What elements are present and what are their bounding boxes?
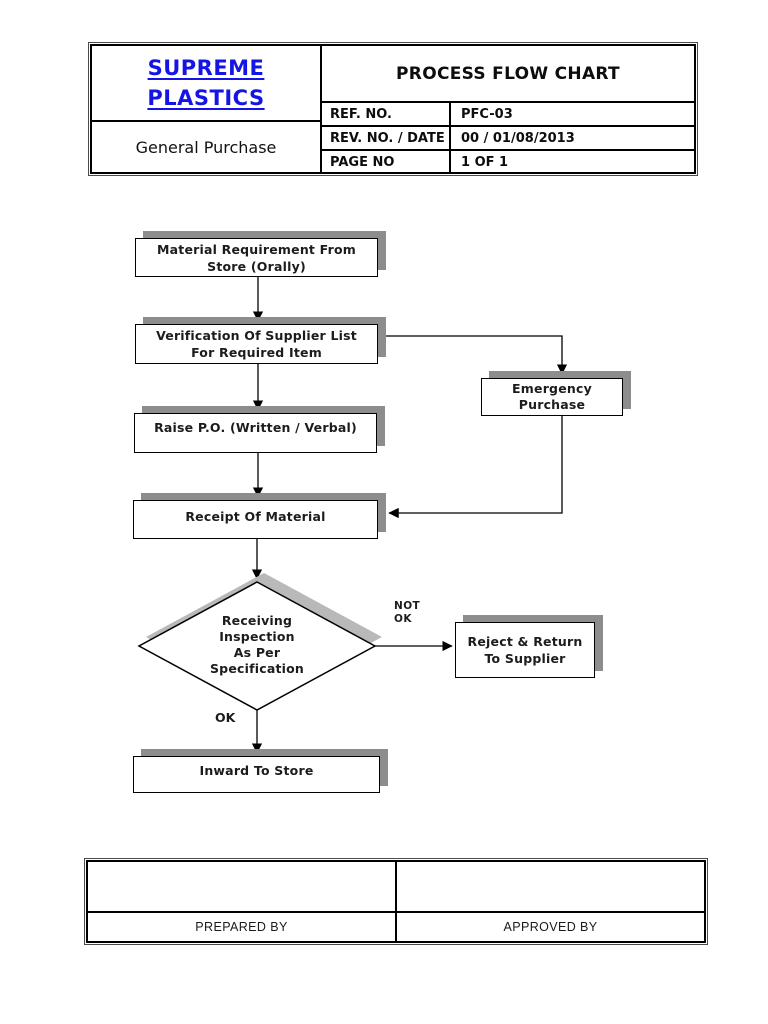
ref-no-label: REF. NO. [322,103,451,125]
flow-node-verification-supplier-list: Verification Of Supplier List For Requir… [135,324,378,364]
approved-by-signature-cell [397,862,704,913]
company-line2: PLASTICS [147,86,265,110]
node-text-line: Material Requirement From [157,241,356,257]
edge-label-line: OK [394,612,412,625]
flow-node-receiving-inspection-text: Receiving Inspection As Per Specificatio… [157,613,357,677]
node-text-line: To Supplier [484,651,566,666]
rev-no-date-value: 00 / 01/08/2013 [461,131,575,146]
company-cell: SUPREME PLASTICS [92,46,320,122]
rev-no-date-label: REV. NO. / DATE [322,127,451,149]
node-text-line: For Required Item [191,345,322,360]
meta-row-page: PAGE NO 1 OF 1 [322,151,694,173]
node-text-line: Reject & Return [467,634,583,649]
flow-node-material-requirement: Material Requirement From Store (Orally) [135,238,378,277]
prepared-by-label: PREPARED BY [88,913,397,941]
meta-row-ref: REF. NO. PFC-03 [322,103,694,127]
edge-label-not-ok: NOT OK [394,600,420,625]
prepared-by-signature-cell [88,862,397,913]
company-name: SUPREME PLASTICS [147,53,264,113]
node-text-line: Verification Of Supplier List [156,328,357,343]
node-text-line: Inspection [219,629,295,644]
node-text-line: Inward To Store [199,763,314,778]
flow-node-emergency-purchase: Emergency Purchase [481,378,623,416]
meta-row-rev: REV. NO. / DATE 00 / 01/08/2013 [322,127,694,151]
company-line1: SUPREME [147,56,265,80]
node-text-line: Store (Orally) [207,258,306,274]
edge-label-ok: OK [215,710,236,725]
arrow-emergency-to-receipt [388,416,563,519]
document-subtitle: General Purchase [135,137,277,157]
page-no-label: PAGE NO [322,151,451,173]
node-text-line: Raise P.O. (Written / Verbal) [154,420,357,435]
header-left-column: SUPREME PLASTICS General Purchase [92,46,322,172]
node-text-line: Specification [209,661,305,676]
page-no-value: 1 OF 1 [461,155,509,170]
arrow-verification-to-emergency [386,335,568,375]
page-title: PROCESS FLOW CHART [322,46,694,103]
node-text-line: Receiving [221,613,293,628]
edge-label-line: NOT [394,600,421,612]
node-text-line: Purchase [518,397,586,412]
flow-node-receipt-of-material: Receipt Of Material [133,500,378,539]
header-right-column: PROCESS FLOW CHART REF. NO. PFC-03 REV. … [322,46,694,173]
node-text-line: Emergency [512,381,592,396]
document-subtitle-cell: General Purchase [92,122,320,172]
approved-by-label: APPROVED BY [503,920,598,934]
node-text-line: As Per [233,645,281,660]
ref-no-value: PFC-03 [461,107,513,122]
signature-table: PREPARED BY APPROVED BY [84,858,708,945]
flow-node-reject-return: Reject & Return To Supplier [455,622,595,678]
flow-node-raise-po: Raise P.O. (Written / Verbal) [134,413,377,453]
header-table: SUPREME PLASTICS General Purchase PROCES… [88,42,698,176]
flow-node-inward-to-store: Inward To Store [133,756,380,793]
node-text-line: Receipt Of Material [185,509,326,524]
